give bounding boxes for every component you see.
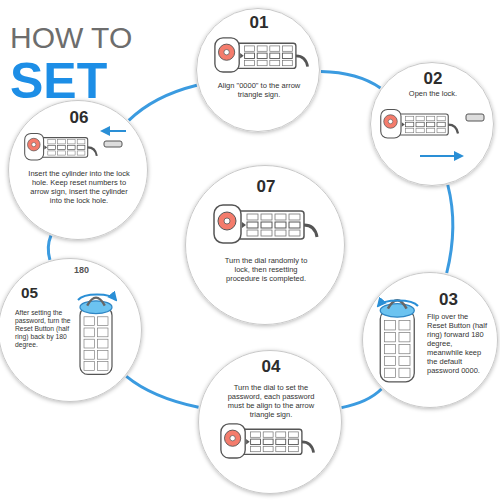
ring-connector bbox=[447, 185, 453, 273]
step-text: Turn the dial to set the password, each … bbox=[221, 383, 321, 419]
step-circle: 02Open the lock. bbox=[370, 62, 494, 186]
lock-drawing bbox=[214, 205, 317, 243]
rotate-arrow bbox=[378, 300, 418, 306]
step-circle: 06Insert the cylinder into the lock hole… bbox=[8, 100, 148, 240]
step-number: 02 bbox=[371, 70, 495, 89]
step-circle: 03Flip over the Reset Button (half ring)… bbox=[362, 272, 498, 408]
step-text: Flip over the Reset Button (half ring) f… bbox=[427, 312, 489, 375]
cylinder bbox=[104, 141, 122, 147]
step-number: 06 bbox=[9, 109, 149, 128]
step-text: Turn the dial randomly to lock, then res… bbox=[224, 256, 308, 283]
rotate-arrow bbox=[78, 294, 116, 300]
lock-drawing bbox=[80, 298, 112, 375]
step-circle: 01Align "0000" to the arrow triangle sig… bbox=[196, 8, 320, 132]
ring-connector bbox=[126, 376, 198, 407]
ring-connector bbox=[129, 85, 197, 120]
step-text: Align "0000" to the arrow triangle sign. bbox=[217, 81, 301, 99]
step-circle: 05After setting the password, turn the R… bbox=[0, 258, 142, 402]
ring-connector bbox=[48, 236, 51, 260]
step-number: 04 bbox=[199, 358, 343, 377]
step-text: Insert the cylinder into the lock hole. … bbox=[27, 169, 131, 205]
step-number: 07 bbox=[186, 178, 346, 197]
ring-connector bbox=[321, 71, 380, 88]
page-title: HOW TO SET bbox=[10, 6, 140, 106]
step-text: Open the lock. bbox=[393, 89, 473, 98]
cylinder bbox=[466, 114, 484, 121]
lock-drawing bbox=[381, 110, 458, 139]
step-circle: 07Turn the dial randomly to lock, then r… bbox=[185, 165, 345, 325]
step-text: After setting the password, turn the Res… bbox=[15, 309, 75, 349]
lock-drawing bbox=[215, 38, 308, 72]
angle-label: 180 bbox=[74, 266, 89, 276]
direction-arrow bbox=[102, 130, 126, 132]
lock-drawing bbox=[221, 424, 314, 458]
direction-arrow bbox=[420, 155, 462, 157]
step-number: 01 bbox=[197, 14, 321, 33]
step-number: 05 bbox=[21, 285, 51, 302]
ring-connector bbox=[342, 389, 382, 408]
step-circle: 04Turn the dial to set the password, eac… bbox=[198, 350, 342, 494]
step-number: 03 bbox=[439, 291, 469, 310]
lock-drawing bbox=[380, 300, 414, 382]
lock-drawing bbox=[25, 133, 97, 160]
